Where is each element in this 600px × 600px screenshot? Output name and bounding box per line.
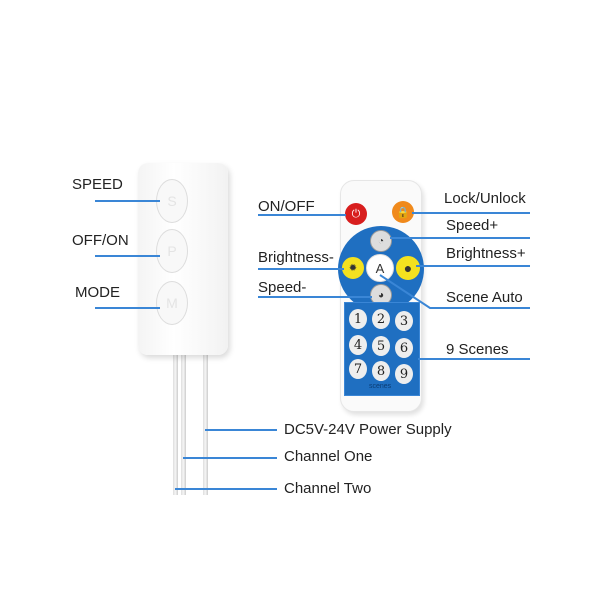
pointer-line (95, 255, 160, 257)
pointer-line (258, 296, 372, 298)
speed-minus-label: Speed- (258, 279, 307, 296)
pointer-line (412, 212, 530, 214)
pointer-line (95, 200, 160, 202)
mode-label: MODE (75, 284, 120, 301)
power-icon: ⏻ (351, 207, 361, 220)
pointer-line (390, 237, 530, 239)
pointer-line (183, 457, 277, 459)
sun-icon: ● (403, 260, 413, 276)
scene-key[interactable]: 8 (372, 361, 390, 381)
on-off-label: ON/OFF (258, 198, 315, 215)
scene-auto-button[interactable]: A (366, 254, 394, 282)
channel-two-cable (173, 350, 178, 495)
speed-button[interactable]: S (156, 179, 188, 223)
pointer-line (258, 214, 346, 216)
speedometer-icon: ◕ (377, 289, 385, 301)
pointer-line (416, 265, 530, 267)
off-on-label: OFF/ON (72, 232, 129, 249)
brightness-minus-label: Brightness- (258, 249, 334, 266)
scene-key[interactable]: 3 (395, 311, 413, 331)
lock-icon: 🔒 (396, 206, 410, 219)
scene-key[interactable]: 5 (372, 336, 390, 356)
scene-keypad: 1 2 3 4 5 6 7 8 9 scenes (344, 302, 420, 396)
pointer-line (175, 488, 277, 490)
channel-one-label: Channel One (284, 448, 373, 465)
scene-key[interactable]: 6 (395, 338, 413, 358)
scene-key[interactable]: 9 (395, 364, 413, 384)
scene-auto-label: Scene Auto (446, 289, 523, 306)
pointer-line (258, 268, 344, 270)
brightness-plus-button[interactable]: ● (396, 256, 420, 280)
speedometer-icon: ◔ (377, 235, 385, 247)
pointer-line (205, 429, 277, 431)
off-on-button[interactable]: P (156, 229, 188, 273)
keypad-label: scenes (369, 383, 392, 390)
pointer-line (95, 307, 160, 309)
scene-auto-pointer (379, 274, 530, 309)
speed-plus-label: Speed+ (446, 217, 499, 234)
nine-scenes-label: 9 Scenes (446, 341, 509, 358)
lock-label: Lock/Unlock (444, 190, 526, 207)
speed-plus-button[interactable]: ◔ (370, 230, 392, 252)
channel-two-label: Channel Two (284, 480, 372, 497)
sun-icon: ✹ (348, 262, 358, 274)
scene-key[interactable]: 2 (372, 309, 390, 329)
power-button[interactable]: ⏻ (345, 203, 367, 225)
scene-key[interactable]: 1 (349, 309, 367, 329)
led-controller: S P M (138, 163, 228, 355)
channel-one-cable (181, 350, 186, 495)
power-cable (203, 350, 208, 495)
lock-button[interactable]: 🔒 (392, 201, 414, 223)
mode-button[interactable]: M (156, 281, 188, 325)
scene-key[interactable]: 4 (349, 335, 367, 355)
power-supply-label: DC5V-24V Power Supply (284, 421, 452, 438)
brightness-minus-button[interactable]: ✹ (342, 257, 364, 279)
speed-label: SPEED (72, 176, 123, 193)
scene-key[interactable]: 7 (349, 359, 367, 379)
brightness-plus-label: Brightness+ (446, 245, 526, 262)
pointer-line (418, 358, 530, 360)
